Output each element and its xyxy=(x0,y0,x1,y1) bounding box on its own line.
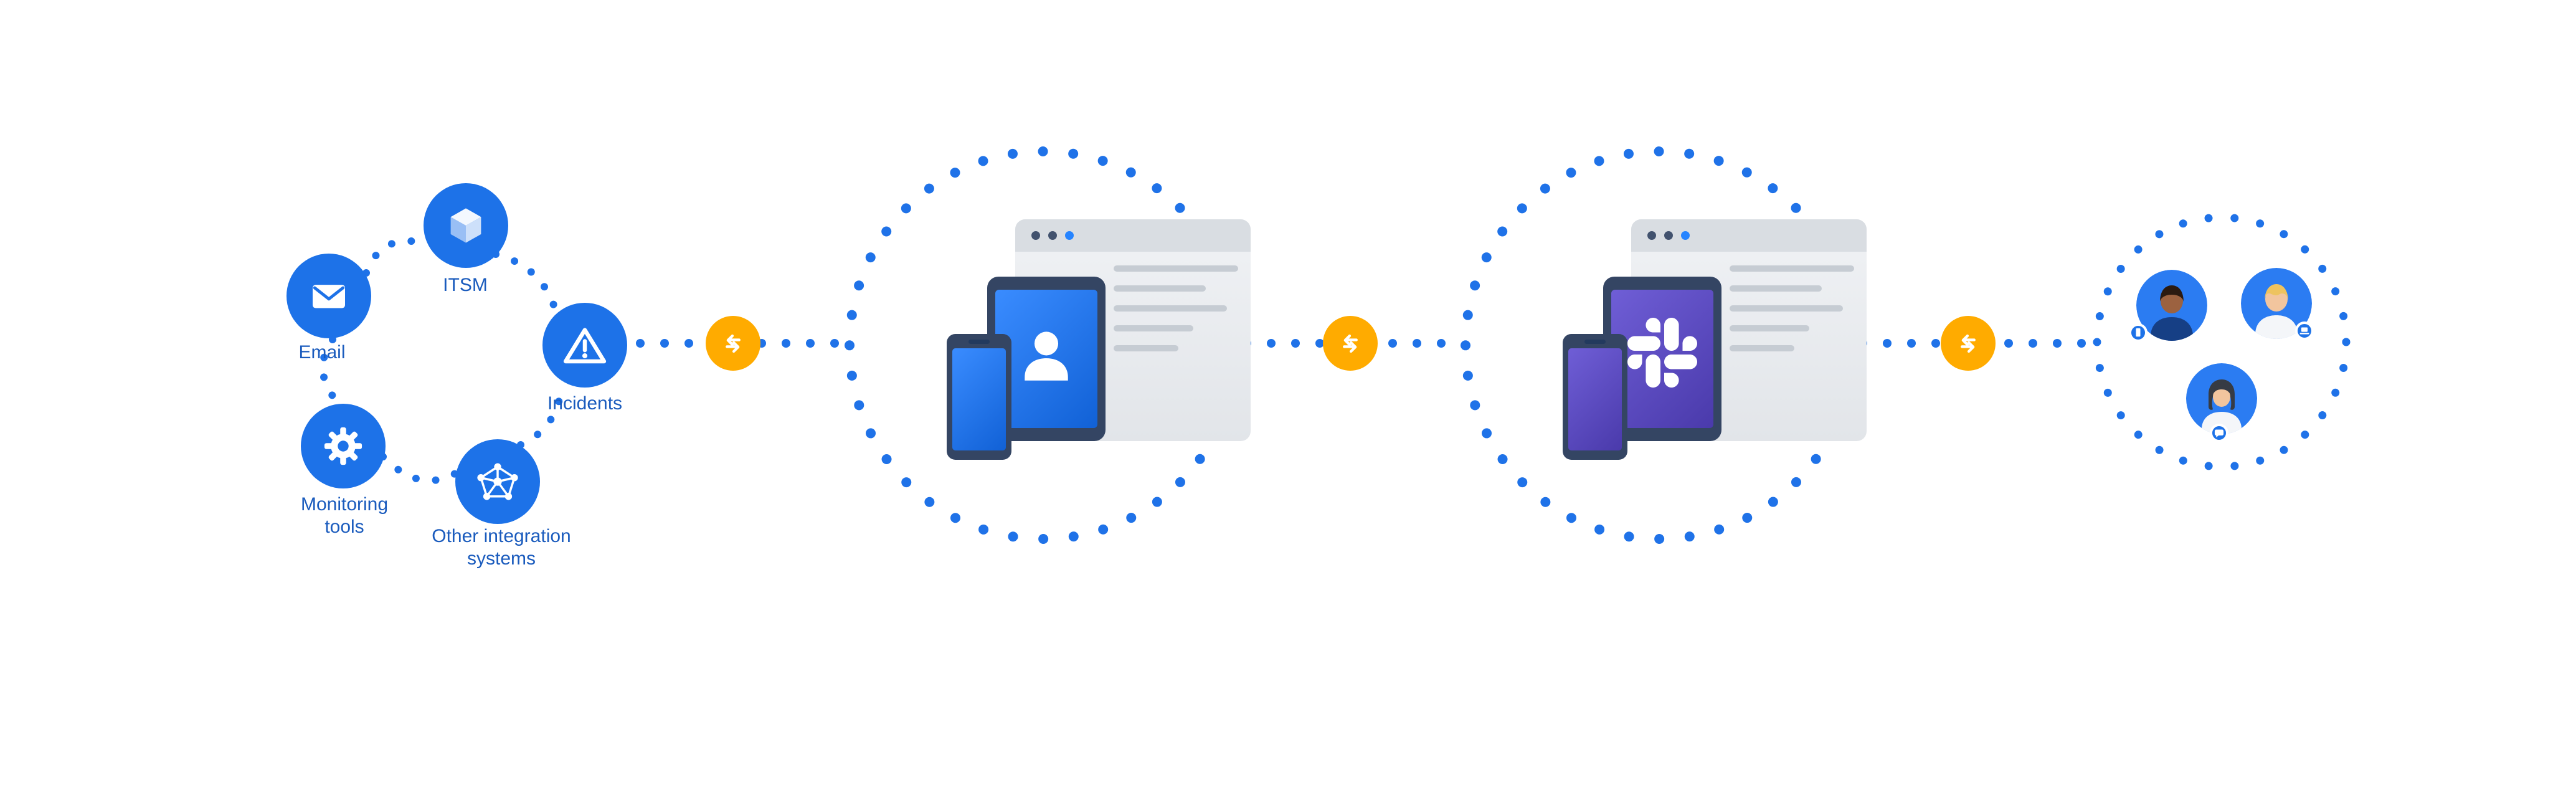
badge-mobile xyxy=(2129,323,2147,342)
window-control-dot xyxy=(1681,231,1690,240)
avatar-person-3 xyxy=(2186,363,2257,442)
sync-arrows-icon xyxy=(1961,334,1976,353)
phone-screen-incident-app xyxy=(952,348,1006,450)
sync-arrows-icon xyxy=(726,334,741,353)
placeholder-line xyxy=(1114,285,1206,292)
cluster-arc-monitoring-other xyxy=(379,453,459,485)
user-icon xyxy=(1025,331,1068,381)
placeholder-line xyxy=(1114,305,1227,312)
cluster-arc-email-itsm xyxy=(362,237,427,277)
email-label: Email xyxy=(298,342,346,363)
placeholder-text-lines xyxy=(1114,265,1238,351)
sync-connector-1 xyxy=(706,316,760,371)
placeholder-line xyxy=(1730,285,1822,292)
window-control-dot xyxy=(1065,231,1074,240)
slack-icon xyxy=(1627,318,1697,388)
badge-chat xyxy=(2210,424,2228,442)
source-itsm xyxy=(424,183,508,268)
placeholder-line xyxy=(1114,325,1193,331)
monitoring-tools-label: Monitoring tools xyxy=(300,494,389,537)
placeholder-line xyxy=(1730,345,1794,351)
incidents-label: Incidents xyxy=(547,393,623,414)
source-monitoring-tools xyxy=(301,404,386,488)
phone-speaker xyxy=(1584,340,1606,344)
sync-arrows-icon xyxy=(1343,334,1358,353)
warning-triangle-icon xyxy=(563,328,607,364)
placeholder-line xyxy=(1730,305,1843,312)
window-control-dot xyxy=(1048,231,1057,240)
placeholder-line xyxy=(1114,345,1178,351)
sync-connector-3 xyxy=(1941,316,1996,371)
phone-device-2 xyxy=(1563,334,1627,460)
placeholder-line xyxy=(1114,265,1238,272)
gear-icon xyxy=(324,427,362,465)
cube-icon xyxy=(450,208,481,243)
source-incidents xyxy=(542,303,627,388)
window-header xyxy=(1015,219,1251,252)
itsm-label: ITSM xyxy=(443,275,488,295)
network-icon xyxy=(477,463,518,500)
mobile-icon xyxy=(2136,328,2141,337)
laptop-icon xyxy=(2299,327,2309,335)
chat-bubble-icon xyxy=(2214,429,2224,438)
placeholder-text-lines xyxy=(1730,265,1854,351)
window-control-dot xyxy=(1664,231,1673,240)
phone-device-1 xyxy=(947,334,1011,460)
sync-connector-2 xyxy=(1323,316,1378,371)
avatar-person-2 xyxy=(2241,268,2314,340)
phone-speaker xyxy=(968,340,990,344)
placeholder-line xyxy=(1730,265,1854,272)
source-other-integrations xyxy=(455,439,540,524)
window-header xyxy=(1631,219,1867,252)
envelope-icon xyxy=(313,285,345,308)
source-email xyxy=(286,254,371,338)
other-integrations-label: Other integration systems xyxy=(432,526,571,569)
placeholder-line xyxy=(1730,325,1809,331)
badge-laptop xyxy=(2295,321,2314,340)
window-control-dot xyxy=(1647,231,1656,240)
avatar-person-1 xyxy=(2129,270,2207,342)
phone-screen-slack xyxy=(1568,348,1622,450)
window-control-dot xyxy=(1031,231,1040,240)
